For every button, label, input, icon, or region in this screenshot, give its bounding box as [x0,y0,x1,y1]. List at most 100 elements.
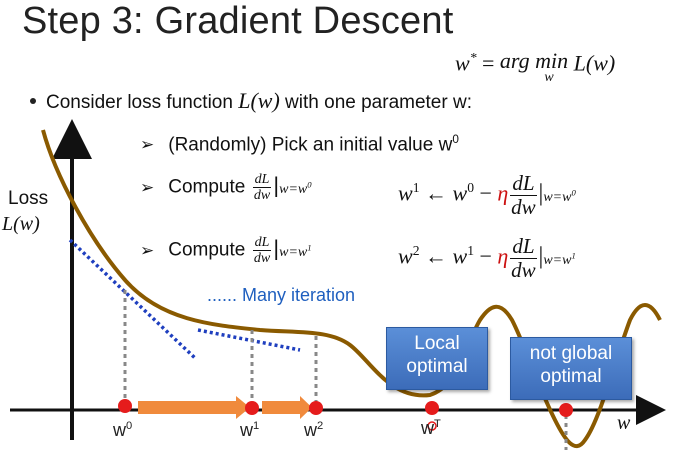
step-arrow-w0-w1 [138,396,250,419]
tick-label-wT: wT [421,418,441,439]
tick-sup: 2 [317,420,324,432]
argmin-text: arg min [499,48,569,73]
point-wT [425,401,439,415]
eval-sub: w=w0 [279,178,312,197]
frac-num: dL [510,171,537,196]
eval-bar: | [273,235,280,261]
upd-arrow: ← [419,243,453,269]
bullet-math: L(w) [238,88,280,113]
upd-arrow: ← [419,180,453,206]
point-w2 [309,401,323,415]
eval-bar: | [273,172,280,198]
argmin-sub: w [544,70,554,85]
upd-prev-sup: 0 [467,180,474,196]
upd-prev: w [452,243,468,269]
bullet-text: Consider loss function [46,92,239,113]
local-optimal-callout: Local optimal [386,327,488,390]
tick-sup: T [434,418,441,430]
eval-sub-text: w=w [543,252,572,268]
objective-lhs: w [455,50,470,76]
eval-sub-sup: 0 [307,178,312,189]
eval-sub-text: w=w [543,189,572,205]
tangent-line-w1 [197,328,301,352]
frac-den: dw [253,188,271,203]
upd-minus: − [474,243,498,269]
eta-symbol: η [497,180,509,206]
step-2-text: Compute [168,176,251,198]
callout-global-line1: not global [529,343,613,364]
eval-sub: w=w1 [543,249,576,268]
frac-num: dL [252,235,272,251]
upd-lhs: w [398,180,413,206]
tangent-line-w0 [68,238,197,360]
frac-num: dL [510,234,537,259]
eval-sub: w=w1 [279,241,312,260]
tick-base: w [240,420,253,440]
point-w1 [245,401,259,415]
frac-den: dw [511,195,536,219]
eval-sub-text: w=w [279,244,308,260]
upd-prev-sup: 1 [467,243,474,259]
not-global-optimal-callout: not global optimal [510,337,632,400]
step-1-text: (Randomly) Pick an initial value w [168,134,453,156]
arrow-bullet-icon: ➢ [140,177,155,197]
tick-label-w0: w0 [113,420,132,441]
callout-local-line2: optimal [406,356,468,377]
upd-minus: − [474,180,498,206]
eta-symbol: η [497,243,509,269]
arrow-bullet-icon: ➢ [140,135,155,155]
frac-den: dw [253,251,271,266]
tick-sup: 0 [126,420,133,432]
callout-local-line1: Local [414,333,460,354]
loss-symbol: L(w) [2,213,40,235]
upd-lhs-sup: 1 [412,180,420,196]
tick-label-w1: w1 [240,420,259,441]
bullet-dot [30,97,36,104]
step-1: ➢ (Randomly) Pick an initial value w0 [140,133,459,156]
point-global [559,403,573,417]
upd-lhs: w [398,243,413,269]
objective-rhs: L(w) [573,50,616,76]
step-1-sup: 0 [452,133,459,146]
eval-sub-sup: 1 [307,241,312,252]
loss-label: Loss [8,188,49,209]
callout-global-line2: optimal [540,366,602,387]
tick-label-w2: w2 [304,420,323,441]
step-3-text: Compute [168,239,251,261]
eval-sub-text: w=w [279,181,308,197]
eval-sub: w=w0 [543,186,576,205]
many-iteration-text: ...... Many iteration [207,285,356,305]
eval-sub-sup: 1 [571,249,576,260]
upd-prev: w [452,180,468,206]
bullet-rest: with one parameter w: [279,92,472,113]
objective-lhs-sup: * [469,50,477,65]
upd-lhs-sup: 2 [412,243,420,259]
bullet-line: Consider loss function L(w) with one par… [30,88,472,114]
slide-title: Step 3: Gradient Descent [22,0,454,42]
step-arrow-w1-w2 [262,396,312,419]
eval-sub-sup: 0 [571,186,576,197]
x-axis-label: w [617,412,631,434]
tick-base: w [304,420,317,440]
eval-bar: | [538,243,544,270]
tick-sup: 1 [253,420,260,432]
objective-equals: = [476,50,500,76]
frac-den: dw [511,258,536,282]
tick-base: w [421,418,434,438]
frac-num: dL [252,172,272,188]
eval-bar: | [538,180,544,207]
arrow-bullet-icon: ➢ [140,240,155,260]
point-wT-marker [427,421,437,431]
point-w0 [118,399,132,413]
tick-base: w [113,420,126,440]
